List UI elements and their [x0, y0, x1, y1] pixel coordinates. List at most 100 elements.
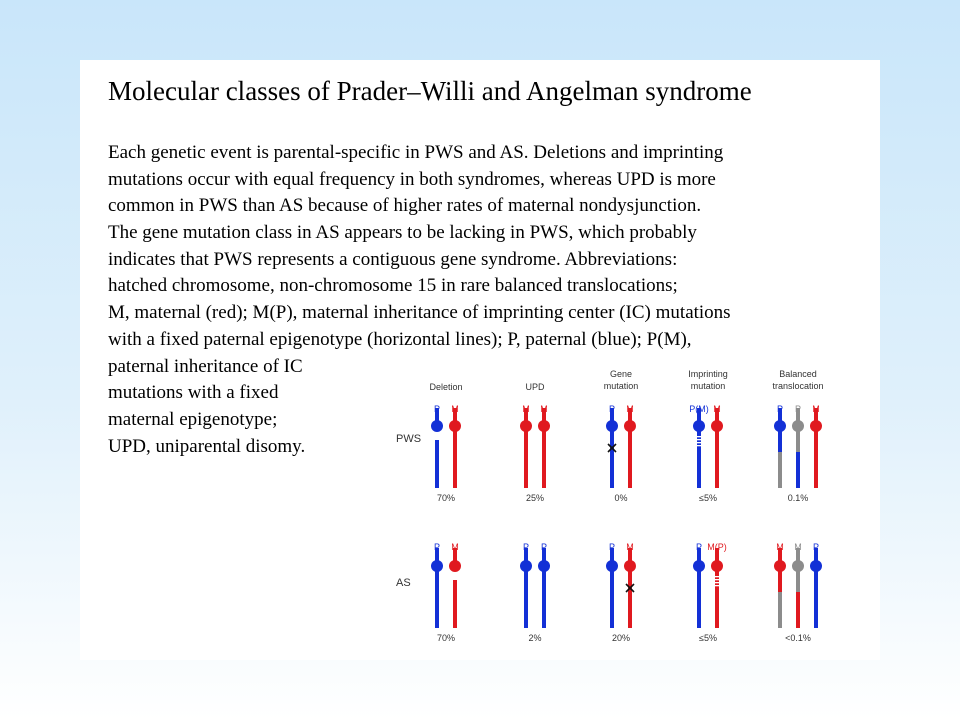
centromere: [538, 560, 550, 572]
centromere: [810, 420, 822, 432]
paragraph-line: M, maternal (red); M(P), maternal inheri…: [108, 302, 731, 324]
centromere: [774, 420, 786, 432]
centromere: [624, 420, 636, 432]
centromere: [606, 560, 618, 572]
mutation-cross-icon: [607, 443, 617, 453]
centromere: [449, 560, 461, 572]
row-label-pws: PWS: [396, 433, 421, 445]
paragraph-line: The gene mutation class in AS appears to…: [108, 222, 697, 244]
mutation-cross-icon: [625, 583, 635, 593]
chromosome-arm-lower: [796, 592, 800, 628]
chromosome-arm-lower: [778, 592, 782, 628]
chromosome-arm: [542, 548, 546, 628]
chromosome-label: M: [794, 542, 802, 552]
imprint-mark: [696, 445, 702, 447]
chromosome-arm: [628, 408, 632, 488]
column-header-balanced: translocation: [772, 381, 823, 391]
centromere: [520, 420, 532, 432]
frequency-label: 20%: [612, 633, 630, 643]
chromosome-arm-lower: [453, 580, 457, 628]
chromosome-arm: [453, 408, 457, 488]
frequency-label: 70%: [437, 633, 455, 643]
imprint-mark: [714, 582, 720, 584]
centromere: [774, 560, 786, 572]
frequency-label: 25%: [526, 493, 544, 503]
centromere: [711, 420, 723, 432]
chromosome-label: M: [626, 542, 634, 552]
frequency-label: ≤5%: [699, 633, 717, 643]
chromosome-arm: [697, 548, 701, 628]
frequency-label: ≤5%: [699, 493, 717, 503]
centromere: [810, 560, 822, 572]
column-header-gene: Gene: [610, 369, 632, 379]
column-header-gene: mutation: [604, 381, 639, 391]
chromosome-arm: [435, 548, 439, 628]
column-header-imprinting: mutation: [691, 381, 726, 391]
paragraph-line: paternal inheritance of IC: [108, 355, 303, 377]
column-header-balanced: Balanced: [779, 369, 817, 379]
centromere: [711, 560, 723, 572]
centromere: [693, 560, 705, 572]
chromosome-label: P: [696, 542, 702, 552]
chromosome-arm: [814, 408, 818, 488]
chromosome-label: P: [609, 542, 615, 552]
chromosome-label: P: [813, 542, 819, 552]
chromosome-label: M: [776, 542, 784, 552]
paragraph-line: UPD, uniparental disomy.: [108, 435, 306, 457]
slide-panel: Molecular classes of Prader–Willi and An…: [80, 60, 880, 660]
chromosome-label: M(P): [707, 542, 727, 552]
paragraph-line: indicates that PWS represents a contiguo…: [108, 248, 678, 270]
paragraph-line: hatched chromosome, non-chromosome 15 in…: [108, 275, 678, 297]
paragraph-line: with a fixed paternal epigenotype (horiz…: [108, 328, 692, 350]
chromosome-arm-lower: [435, 440, 439, 488]
chromosome-label: M: [451, 542, 459, 552]
chromosome-arm: [814, 548, 818, 628]
frequency-label: 0%: [614, 493, 627, 503]
column-header-imprinting: Imprinting: [688, 369, 728, 379]
chromosome-arm: [715, 548, 719, 628]
centromere: [520, 560, 532, 572]
centromere: [431, 420, 443, 432]
chromosome-arm-upper: [435, 408, 439, 422]
imprint-mark: [714, 579, 720, 581]
column-header-upd: UPD: [525, 382, 545, 392]
centromere: [606, 420, 618, 432]
centromere: [431, 560, 443, 572]
chromosome-arm-upper: [453, 548, 457, 562]
molecular-classes-figure: Deletion UPD Gene mutation Imprinting mutatio…: [396, 369, 824, 643]
paragraph-line: mutations with a fixed: [108, 382, 279, 404]
imprint-mark: [696, 439, 702, 441]
paragraph-line: Each genetic event is parental-specific …: [108, 142, 724, 163]
chromosome-arm: [524, 408, 528, 488]
frequency-label: 2%: [528, 633, 541, 643]
centromere: [792, 420, 804, 432]
centromere: [693, 420, 705, 432]
imprint-mark: [696, 442, 702, 444]
centromere: [792, 560, 804, 572]
chromosome-arm: [697, 408, 701, 488]
imprint-mark: [714, 576, 720, 578]
chromosome-label: P: [523, 542, 529, 552]
paragraph-line: maternal epigenotype;: [108, 408, 278, 430]
chromosome-arm-lower: [796, 452, 800, 488]
imprint-mark: [714, 585, 720, 587]
paragraph-line: common in PWS than AS because of higher …: [108, 195, 702, 217]
column-header-deletion: Deletion: [429, 382, 462, 392]
centromere: [449, 420, 461, 432]
chromosome-arm: [715, 408, 719, 488]
slide-title: Molecular classes of Prader–Willi and An…: [108, 76, 752, 106]
centromere: [538, 420, 550, 432]
chromosome-arm: [610, 548, 614, 628]
chromosome-label: P: [541, 542, 547, 552]
paragraph-line: mutations occur with equal frequency in …: [108, 168, 716, 190]
chromosome-arm: [524, 548, 528, 628]
imprint-mark: [696, 436, 702, 438]
chromosome-arm: [542, 408, 546, 488]
chromosome-label: P: [434, 542, 440, 552]
frequency-label: 70%: [437, 493, 455, 503]
description-paragraph: Each genetic event is parental-specific …: [108, 140, 868, 460]
chromosome-arm-lower: [778, 452, 782, 488]
centromere: [624, 560, 636, 572]
row-label-as: AS: [396, 577, 411, 589]
frequency-label: <0.1%: [785, 633, 811, 643]
